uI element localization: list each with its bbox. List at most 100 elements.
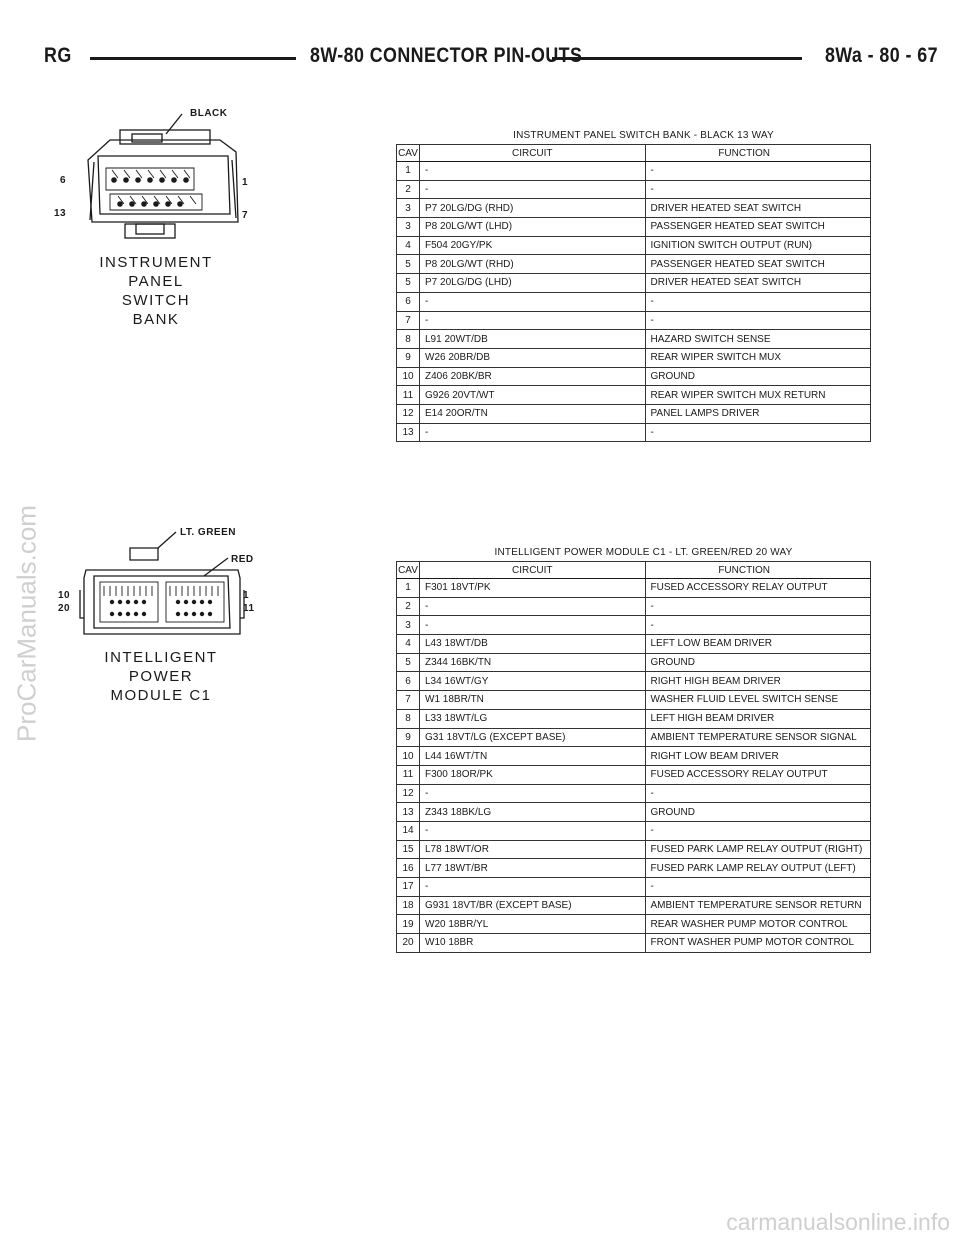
circuit-cell: L43 18WT/DB	[419, 634, 646, 654]
circuit-cell: F504 20GY/PK	[419, 235, 646, 256]
connector1-name-line: BANK	[132, 311, 180, 328]
function-cell: REAR WASHER PUMP MOTOR CONTROL	[644, 914, 871, 935]
header-rule-right	[552, 57, 802, 60]
connector2-pin-label-1: 1	[243, 590, 250, 601]
function-cell: HAZARD SWITCH SENSE	[644, 329, 871, 349]
circuit-cell: W26 20BR/DB	[419, 347, 646, 368]
circuit-cell: -	[419, 422, 646, 443]
table-row: 6--	[396, 291, 871, 312]
col-header-function: FUNCTION	[644, 144, 871, 162]
cav-cell: 6	[396, 291, 420, 312]
table1-title: INSTRUMENT PANEL SWITCH BANK - BLACK 13 …	[513, 130, 774, 141]
circuit-cell: L78 18WT/OR	[419, 839, 646, 860]
function-cell: RIGHT LOW BEAM DRIVER	[644, 746, 871, 766]
cav-cell: 13	[396, 422, 420, 443]
table-row: 7--	[396, 310, 871, 331]
cav-cell: 3	[396, 217, 420, 237]
table-row: 14--	[396, 820, 871, 841]
circuit-cell: G931 18VT/BR (EXCEPT BASE)	[419, 895, 646, 916]
connector1-pin-label-1: 1	[242, 177, 249, 188]
function-cell: GROUND	[644, 366, 871, 387]
function-cell: FUSED PARK LAMP RELAY OUTPUT (LEFT)	[644, 858, 871, 878]
cav-cell: 11	[396, 385, 420, 405]
function-cell: -	[644, 291, 871, 312]
function-cell: AMBIENT TEMPERATURE SENSOR RETURN	[644, 895, 871, 916]
function-cell: RIGHT HIGH BEAM DRIVER	[644, 671, 871, 692]
circuit-cell: -	[419, 179, 646, 200]
cav-cell: 5	[396, 254, 420, 275]
circuit-cell: -	[419, 877, 646, 897]
connector1-color-label: BLACK	[190, 108, 228, 119]
circuit-cell: L34 16WT/GY	[419, 671, 646, 692]
connector1-pin-label-6: 6	[60, 175, 67, 186]
circuit-cell: -	[419, 820, 646, 841]
cav-cell: 19	[396, 914, 420, 935]
connector2-name-line: INTELLIGENT	[104, 649, 218, 666]
side-watermark: ProCarManuals.com	[11, 505, 42, 742]
circuit-cell: L91 20WT/DB	[419, 329, 646, 349]
cav-cell: 13	[396, 802, 420, 822]
table-header-row: CAV CIRCUIT FUNCTION	[396, 561, 871, 579]
function-cell: GROUND	[644, 802, 871, 822]
circuit-cell: Z343 18BK/LG	[419, 802, 646, 822]
cav-cell: 3	[396, 198, 420, 219]
table-row: 2--	[396, 179, 871, 200]
instrument-panel-switch-bank-connector-drawing	[87, 113, 239, 239]
circuit-cell: E14 20OR/TN	[419, 403, 646, 424]
connector2-pin-label-10: 10	[58, 590, 71, 601]
circuit-cell: P7 20LG/DG (LHD)	[419, 273, 646, 293]
function-cell: -	[644, 783, 871, 804]
function-cell: FUSED PARK LAMP RELAY OUTPUT (RIGHT)	[644, 839, 871, 860]
circuit-cell: L33 18WT/LG	[419, 708, 646, 729]
function-cell: REAR WIPER SWITCH MUX	[644, 347, 871, 368]
connector2-pin-label-11: 11	[243, 603, 255, 614]
function-cell: WASHER FLUID LEVEL SWITCH SENSE	[644, 690, 871, 710]
header-title: 8W-80 CONNECTOR PIN-OUTS	[310, 44, 583, 67]
connector1-pin-label-13: 13	[54, 208, 67, 219]
connector1-name: INSTRUMENT PANEL SWITCH BANK	[96, 253, 216, 329]
connector1-name-line: PANEL	[128, 273, 184, 290]
circuit-cell: W10 18BR	[419, 933, 646, 953]
function-cell: -	[644, 615, 871, 636]
circuit-cell: G31 18VT/LG (EXCEPT BASE)	[419, 727, 646, 748]
connector2-name: INTELLIGENT POWER MODULE C1	[96, 648, 226, 705]
table-row: 13--	[396, 422, 871, 443]
function-cell: AMBIENT TEMPERATURE SENSOR SIGNAL	[644, 727, 871, 748]
cav-cell: 8	[396, 708, 420, 729]
circuit-cell: -	[419, 310, 646, 331]
table-row: 12--	[396, 783, 871, 804]
function-cell: -	[644, 310, 871, 331]
table2-title: INTELLIGENT POWER MODULE C1 - LT. GREEN/…	[494, 547, 793, 558]
circuit-cell: -	[419, 291, 646, 312]
circuit-cell: F300 18OR/PK	[419, 764, 646, 785]
function-cell: FUSED ACCESSORY RELAY OUTPUT	[644, 764, 871, 785]
cav-cell: 2	[396, 596, 420, 617]
connector2-name-line: POWER	[128, 668, 194, 685]
page-header: RG 8W-80 CONNECTOR PIN-OUTS 8Wa - 80 - 6…	[44, 44, 938, 74]
cav-cell: 9	[396, 727, 420, 748]
connector2-color-label-lt-green: LT. GREEN	[180, 527, 236, 538]
cav-cell: 11	[396, 764, 420, 785]
cav-cell: 5	[396, 652, 420, 673]
function-cell: FRONT WASHER PUMP MOTOR CONTROL	[644, 933, 871, 953]
cav-cell: 6	[396, 671, 420, 692]
cav-cell: 10	[396, 366, 420, 387]
intelligent-power-module-c1-connector-drawing	[79, 531, 245, 635]
connector1-name-line: SWITCH	[121, 292, 191, 309]
table-row: 3--	[396, 615, 871, 636]
circuit-cell: L77 18WT/BR	[419, 858, 646, 878]
